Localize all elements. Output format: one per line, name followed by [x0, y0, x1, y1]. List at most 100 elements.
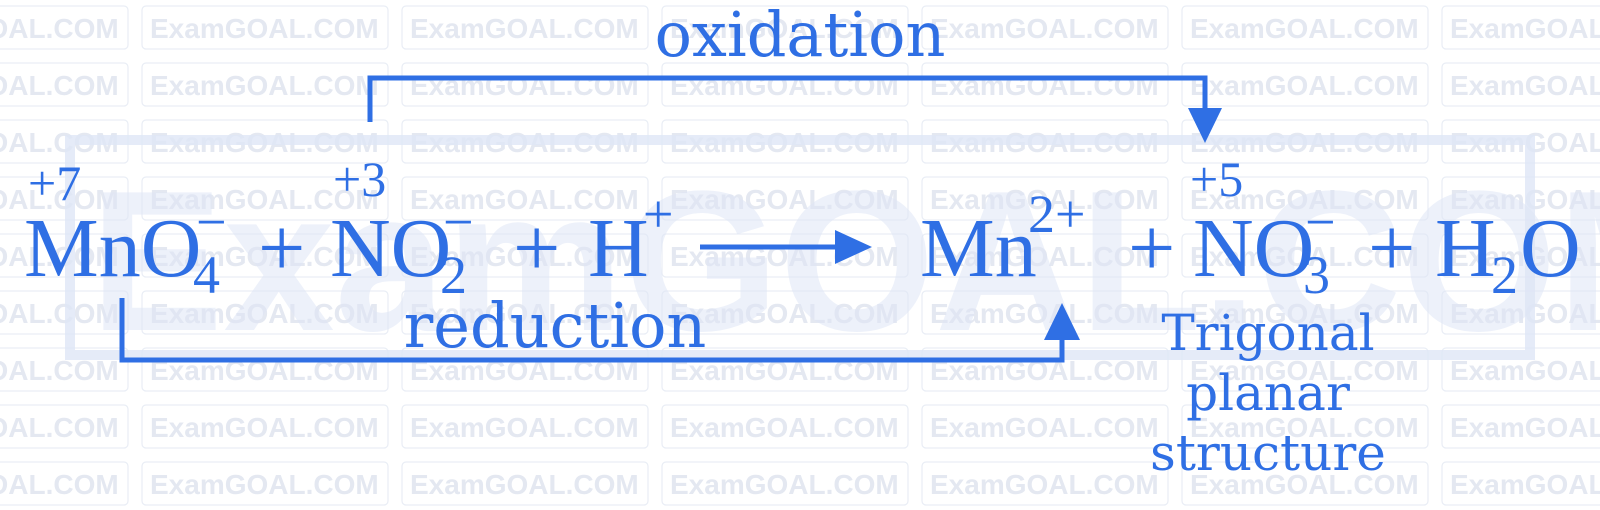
watermark-tile	[1441, 347, 1600, 392]
watermark-tile-text: ExamGOAL.COM	[670, 298, 899, 329]
watermark-tile	[1181, 404, 1429, 449]
watermark-tile	[1441, 176, 1600, 221]
watermark-tile	[141, 404, 389, 449]
watermark-tile	[141, 62, 389, 107]
watermark-tile-text: ExamGOAL.COM	[930, 298, 1159, 329]
watermark-tile-text: ExamGOAL.COM	[0, 13, 119, 44]
species-h2o-subscript: 2	[1491, 245, 1518, 305]
watermark-tile	[921, 347, 1169, 392]
watermark-tile-text: ExamGOAL.COM	[1190, 70, 1419, 101]
watermark-tile	[141, 461, 389, 506]
watermark-tile	[661, 461, 909, 506]
watermark-tile-text: ExamGOAL.COM	[410, 298, 639, 329]
oxidation-state-mn: +7	[28, 155, 81, 211]
watermark-tile	[1181, 461, 1429, 506]
watermark-tile	[1181, 176, 1429, 221]
watermark-tile-text: ExamGOAL.COM	[1450, 469, 1600, 500]
watermark-tile-text: ExamGOAL.COM	[1190, 298, 1419, 329]
watermark-tile	[0, 461, 129, 506]
watermark-tile-text: ExamGOAL.COM	[670, 184, 899, 215]
watermark-tile-text: ExamGOAL.COM	[150, 241, 379, 272]
watermark-tile	[401, 176, 649, 221]
species-mn-charge: 2+	[1028, 184, 1085, 244]
watermark-tile-text: ExamGOAL.COM	[670, 412, 899, 443]
watermark-tile-text: ExamGOAL.COM	[1450, 13, 1600, 44]
watermark-tile	[661, 62, 909, 107]
species-mno4-base: MnO	[24, 202, 201, 295]
watermark-tile-text: ExamGOAL.COM	[1190, 355, 1419, 386]
watermark-large: ExamGOAL.COM	[90, 150, 1600, 373]
watermark-tile	[141, 176, 389, 221]
watermark-tile-text: ExamGOAL.COM	[150, 469, 379, 500]
species-no3-base: NO	[1193, 202, 1314, 295]
watermark-tile	[1181, 233, 1429, 278]
watermark-tile-text: ExamGOAL.COM	[0, 70, 119, 101]
watermark-tile-text: ExamGOAL.COM	[150, 412, 379, 443]
species-no2-subscript: 2	[440, 245, 467, 305]
watermark-tile-text: ExamGOAL.COM	[410, 412, 639, 443]
watermark-tile	[141, 5, 389, 50]
watermark-tile	[661, 404, 909, 449]
watermark-tile-text: ExamGOAL.COM	[150, 184, 379, 215]
watermark-tile-text: ExamGOAL.COM	[0, 355, 119, 386]
watermark-tile-text: ExamGOAL.COM	[0, 469, 119, 500]
watermark-tile-text: ExamGOAL.COM	[410, 13, 639, 44]
oxidation-label: oxidation	[655, 0, 946, 71]
watermark-tile	[1181, 347, 1429, 392]
watermark-tile-text: ExamGOAL.COM	[1450, 412, 1600, 443]
watermark-tile	[661, 5, 909, 50]
watermark-tile-text: ExamGOAL.COM	[1190, 13, 1419, 44]
watermark-tile-text: ExamGOAL.COM	[670, 70, 899, 101]
reaction-arrow	[700, 230, 872, 264]
watermark-tile	[401, 461, 649, 506]
watermark-tile	[401, 347, 649, 392]
watermark-tile	[1181, 62, 1429, 107]
watermark-tile-text: ExamGOAL.COM	[410, 469, 639, 500]
watermark-tile-text: ExamGOAL.COM	[930, 241, 1159, 272]
watermark-tile-text: ExamGOAL.COM	[0, 412, 119, 443]
species-no2-charge: −	[443, 192, 473, 252]
species-no3-charge: −	[1305, 192, 1335, 252]
species-no2-base: NO	[330, 202, 451, 295]
watermark-tile	[921, 62, 1169, 107]
watermark-tile-text: ExamGOAL.COM	[1450, 70, 1600, 101]
species-h2o-tail: O	[1520, 202, 1581, 295]
watermark-tile	[661, 347, 909, 392]
watermark-tile-text: ExamGOAL.COM	[150, 298, 379, 329]
note-line-3: structure	[1150, 424, 1386, 482]
watermark-tile	[401, 404, 649, 449]
watermark-tile	[921, 404, 1169, 449]
watermark-tile-text: ExamGOAL.COM	[1450, 355, 1600, 386]
watermark-tile-text: ExamGOAL.COM	[410, 241, 639, 272]
watermark-tile	[921, 290, 1169, 335]
oxidation-arrow	[367, 75, 1222, 143]
watermark-tile	[0, 176, 129, 221]
watermark-tile-text: ExamGOAL.COM	[930, 70, 1159, 101]
watermark-tile-text: ExamGOAL.COM	[0, 298, 119, 329]
watermark-tile-text: ExamGOAL.COM	[930, 412, 1159, 443]
species-h-base: H	[588, 202, 649, 295]
watermark-tile-text: ExamGOAL.COM	[1190, 241, 1419, 272]
watermark-tile	[921, 461, 1169, 506]
watermark-tile-text: ExamGOAL.COM	[150, 13, 379, 44]
watermark-tile-text: ExamGOAL.COM	[410, 70, 639, 101]
note-line-1: Trigonal	[1161, 304, 1374, 362]
watermark-tile	[921, 233, 1169, 278]
oxidation-state-n-reactant: +3	[333, 151, 386, 207]
watermark-tile	[1441, 461, 1600, 506]
watermark-tile-text: ExamGOAL.COM	[670, 13, 899, 44]
watermark-tile	[0, 62, 129, 107]
plus-sign-2: +	[513, 202, 560, 295]
species-h2o-base: H	[1435, 202, 1496, 295]
species-mno4-subscript: 4	[193, 245, 220, 305]
watermark-tile	[661, 233, 909, 278]
watermark-tile-text: ExamGOAL.COM	[410, 184, 639, 215]
watermark-tile	[1181, 290, 1429, 335]
watermark-tile	[1441, 62, 1600, 107]
watermark-tile	[401, 290, 649, 335]
watermark-tile	[921, 176, 1169, 221]
watermark-tile	[0, 233, 129, 278]
watermark-tile-text: ExamGOAL.COM	[670, 469, 899, 500]
watermark-tile	[1441, 290, 1600, 335]
